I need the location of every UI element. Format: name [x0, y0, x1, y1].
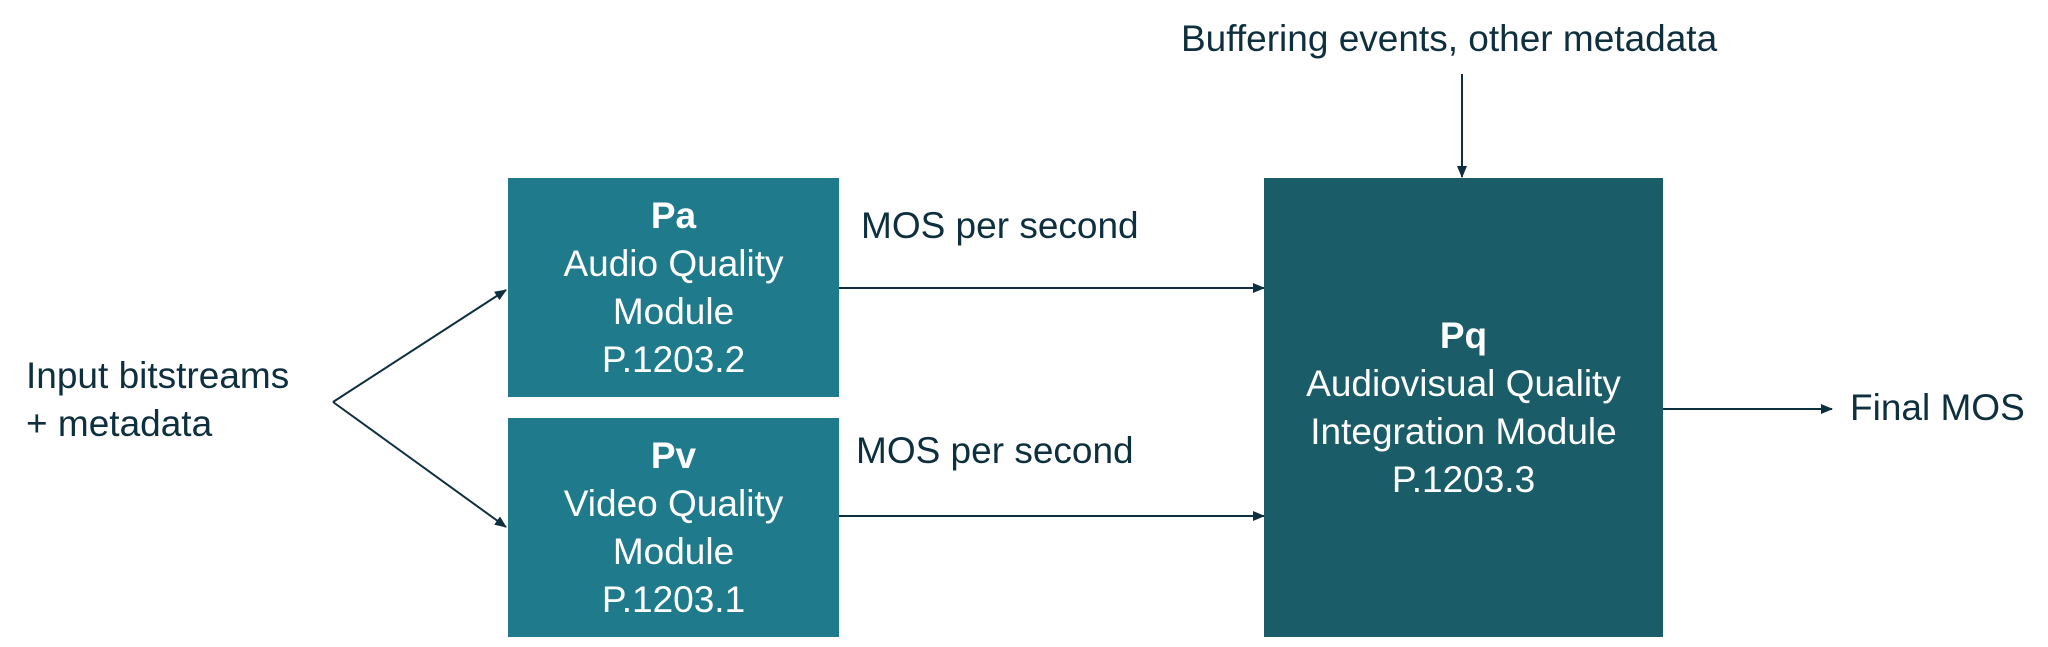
input-label: Input bitstreams + metadata [26, 352, 289, 448]
audio-module-code: Pa [650, 194, 697, 236]
audio-module-name-line1: Audio Quality [563, 242, 784, 284]
integration-module-standard: P.1203.3 [1391, 458, 1536, 500]
metadata-label: Buffering events, other metadata [1181, 18, 1718, 59]
final-mos-label: Final MOS [1850, 387, 2025, 428]
input-to-audio-arrow [332, 289, 507, 403]
video-module-code: Pv [650, 434, 697, 476]
audio-output-label: MOS per second [861, 205, 1139, 246]
integration-module-code: Pq [1439, 314, 1488, 356]
input-to-video-arrow [332, 401, 507, 528]
integration-module-name-line1: Audiovisual Quality [1306, 362, 1621, 404]
audio-module-name-line2: Module [612, 290, 735, 332]
video-module-name-line1: Video Quality [563, 482, 784, 524]
video-output-label: MOS per second [856, 430, 1134, 471]
input-label-line1: Input bitstreams [26, 355, 290, 396]
video-quality-module-box: Pv Video Quality Module P.1203.1 [508, 418, 839, 637]
audio-module-standard: P.1203.2 [601, 338, 746, 380]
input-label-line2: + metadata [26, 403, 213, 444]
audio-quality-module-box: Pa Audio Quality Module P.1203.2 [508, 178, 839, 397]
video-module-standard: P.1203.1 [601, 578, 746, 620]
integration-module-box: Pq Audiovisual Quality Integration Modul… [1264, 178, 1663, 637]
video-module-name-line2: Module [612, 530, 735, 572]
integration-module-name-line2: Integration Module [1310, 410, 1617, 452]
